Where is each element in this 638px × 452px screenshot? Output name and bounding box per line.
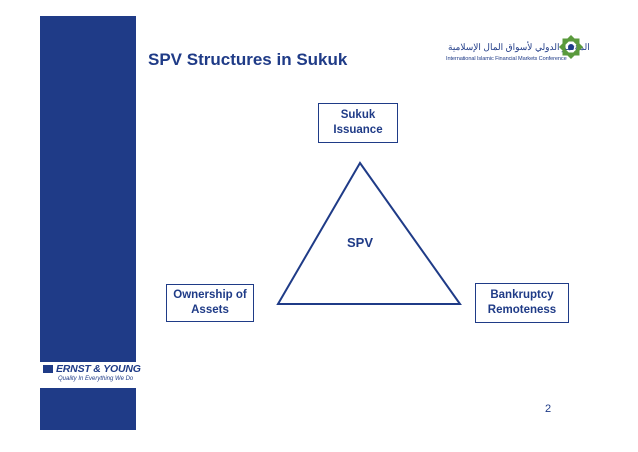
sukuk-issuance-box: Sukuk Issuance (318, 103, 398, 143)
ey-logo-name: ERNST & YOUNG (56, 363, 141, 375)
bankruptcy-remoteness-box: Bankruptcy Remoteness (475, 283, 569, 323)
conference-logo-arabic: المؤتمر الدولي لأسواق المال الإسلامية (448, 42, 590, 52)
slide-title: SPV Structures in Sukuk (148, 50, 348, 69)
ey-logo-bar-icon (43, 365, 53, 373)
spv-label: SPV (346, 235, 373, 250)
brand-sidebar (40, 16, 136, 430)
ernst-young-logo: ERNST & YOUNG Quality In Everything We D… (40, 362, 141, 388)
ey-logo-tagline: Quality In Everything We Do (58, 376, 134, 382)
page-number: 2 (545, 403, 552, 415)
conference-logo: المؤتمر الدولي لأسواق المال الإسلامية In… (444, 32, 590, 72)
conference-logo-english: International Islamic Financial Markets … (446, 56, 567, 62)
knot-emblem-icon (558, 34, 584, 60)
ownership-of-assets-box: Ownership of Assets (166, 284, 254, 322)
spv-triangle (276, 161, 462, 305)
